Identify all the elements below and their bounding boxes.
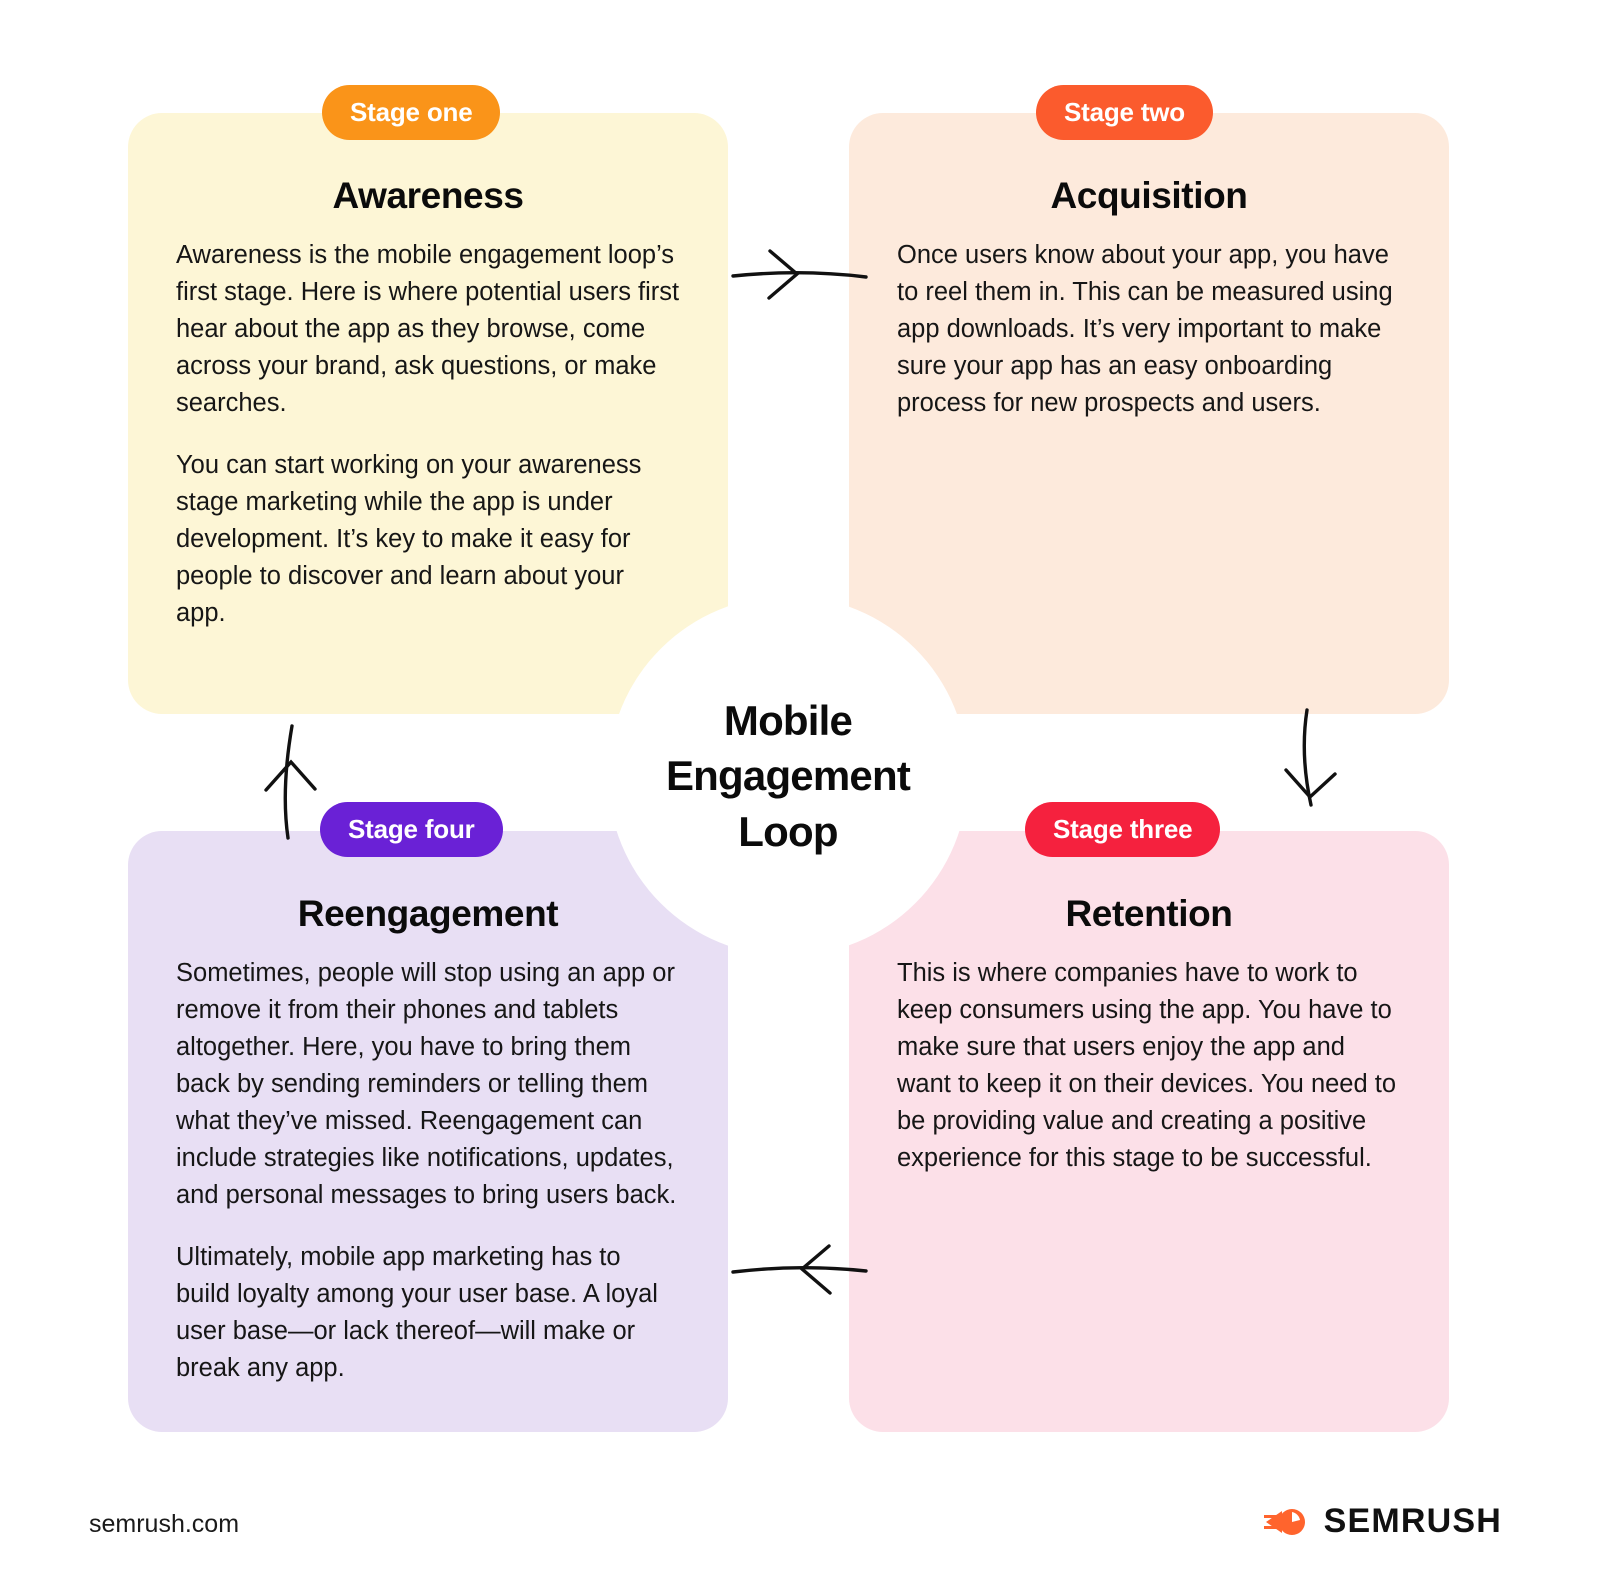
arrow-acquisition-to-retention [1284,708,1337,807]
stage-card-title-acquisition: Acquisition [1050,175,1248,216]
stage-card-title-awareness: Awareness [332,175,524,216]
stage-paragraph: Awareness is the mobile engagement loop’… [176,241,680,417]
stage-paragraph: Ultimately, mobile app marketing has to … [176,1242,658,1382]
stage-card-body-awareness: Awareness is the mobile engagement loop’… [176,237,680,632]
stage-badge-three: Stage three [1025,802,1221,857]
stage-badge-one: Stage one [322,85,501,140]
arrow-reengagement-to-awareness [264,724,317,840]
stage-paragraph: Once users know about your app, you have… [897,241,1393,417]
stage-card-body-acquisition: Once users know about your app, you have… [897,237,1401,422]
stage-card-body-retention: This is where companies have to work to … [897,955,1401,1177]
stage-badge-four: Stage four [320,802,503,857]
stage-badge-two: Stage two [1036,85,1213,140]
center-hub: Mobile Engagement Loop [608,596,968,956]
stage-card-title-retention: Retention [1065,893,1233,934]
stage-card-title-reengagement: Reengagement [297,893,559,934]
stage-card-acquisition: Acquisition Once users know about your a… [849,113,1449,714]
stage-card-reengagement: Reengagement Sometimes, people will stop… [128,831,728,1432]
stage-card-retention: Retention This is where companies have t… [849,831,1449,1432]
stage-paragraph: This is where companies have to work to … [897,959,1397,1172]
stage-card-body-reengagement: Sometimes, people will stop using an app… [176,955,680,1387]
arrow-retention-to-reengagement [731,1244,868,1295]
footer: semrush.com SEMRUSH [0,1490,1600,1560]
semrush-logo: SEMRUSH [1263,1502,1502,1541]
stage-paragraph: Sometimes, people will stop using an app… [176,959,677,1209]
page-title: Mobile Engagement Loop [665,696,911,855]
footer-site-url: semrush.com [89,1510,240,1538]
stage-paragraph: You can start working on your awareness … [176,450,642,627]
arrow-awareness-to-acquisition [731,249,868,300]
stage-card-awareness: Awareness Awareness is the mobile engage… [128,113,728,714]
semrush-wordmark: SEMRUSH [1323,1502,1502,1540]
semrush-comet-icon [1263,1508,1305,1535]
